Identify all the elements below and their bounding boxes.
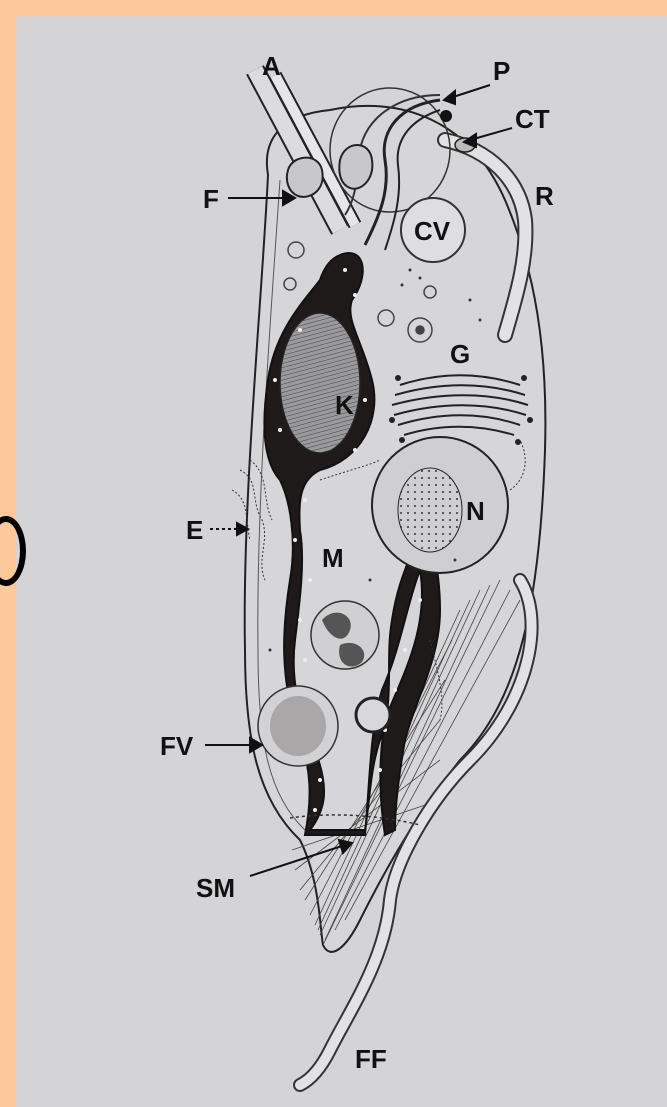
- flagellar-base: [287, 158, 323, 197]
- label-f: F: [203, 184, 219, 214]
- label-g: G: [450, 339, 470, 369]
- nucleolus: [398, 468, 462, 552]
- label-fv: FV: [160, 731, 194, 761]
- kinetoplast-dot: [440, 110, 452, 122]
- label-p: P: [493, 56, 510, 86]
- food-vacuole-small: [356, 698, 390, 732]
- label-k: K: [335, 390, 354, 420]
- label-n: N: [466, 496, 485, 526]
- label-sm: SM: [196, 873, 235, 903]
- label-e: E: [186, 515, 203, 545]
- label-cv: CV: [414, 216, 451, 246]
- label-m: M: [322, 543, 344, 573]
- label-ct: CT: [515, 104, 550, 134]
- label-a: A: [262, 51, 281, 81]
- label-r: R: [535, 181, 554, 211]
- label-ff: FF: [355, 1044, 387, 1074]
